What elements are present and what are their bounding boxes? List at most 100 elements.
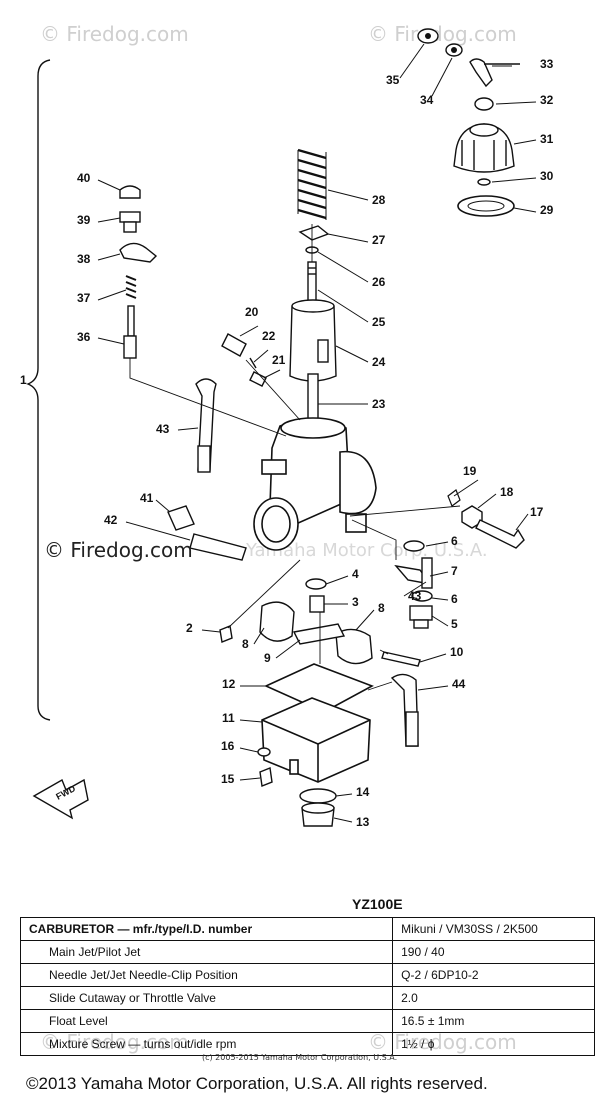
part-label-20: 20 xyxy=(245,305,259,319)
part-label-32: 32 xyxy=(540,93,554,107)
part-4-washer xyxy=(305,578,327,590)
part-label-24: 24 xyxy=(372,355,386,369)
part-3-main-jet xyxy=(309,595,325,613)
part-8-float-left xyxy=(259,601,295,642)
fwd-arrow: FWD xyxy=(32,778,89,820)
part-5-plug xyxy=(409,605,433,629)
part-label-27: 27 xyxy=(372,233,386,247)
part-37-spring xyxy=(125,275,137,299)
part-label-10: 10 xyxy=(450,645,464,659)
part-label-11: 11 xyxy=(222,711,235,725)
part-label-37: 37 xyxy=(77,291,91,305)
part-36-starter-plunger xyxy=(123,305,137,359)
carburetor-body xyxy=(253,417,377,551)
watermark-center: © Firedog.com xyxy=(44,538,193,562)
part-20-pilot-screw xyxy=(221,333,247,357)
part-32-washer xyxy=(474,97,494,111)
part-28-spring xyxy=(297,148,327,220)
part-label-15: 15 xyxy=(221,772,235,786)
carburetor-exploded-diagram: FWD xyxy=(20,28,554,829)
part-label-36: 36 xyxy=(77,330,91,344)
part-label-44: 44 xyxy=(452,677,466,691)
part-label-7: 7 xyxy=(451,564,458,578)
part-43-vent-hose-left xyxy=(195,378,217,473)
part-label-1: 1 xyxy=(20,373,27,387)
assembly-bracket xyxy=(26,59,51,721)
small-copyright: (c) 2005-2015 Yamaha Motor Corporation, … xyxy=(202,1053,398,1062)
part-17-bolt xyxy=(475,519,525,549)
part-label-12: 12 xyxy=(222,677,236,691)
part-38-plate xyxy=(119,242,158,263)
part-label-25: 25 xyxy=(372,315,386,329)
part-10-pin xyxy=(381,651,421,667)
part-label-6a: 6 xyxy=(451,534,458,548)
assembly-lines xyxy=(129,224,461,691)
part-42-stay xyxy=(189,533,247,561)
part-label-23: 23 xyxy=(372,397,386,411)
spec-label: CARBURETOR — mfr./type/I.D. number xyxy=(19,917,394,941)
part-label-31: 31 xyxy=(540,132,554,146)
part-label-5: 5 xyxy=(451,617,458,631)
part-44-overflow-hose xyxy=(390,673,419,747)
part-33-cable-adjuster xyxy=(469,58,520,88)
part-label-8a: 8 xyxy=(242,637,249,651)
part-label-41: 41 xyxy=(140,491,154,505)
model-title: YZ100E xyxy=(352,896,403,912)
part-label-4: 4 xyxy=(352,567,359,581)
spec-value: 190 / 40 xyxy=(392,940,595,964)
part-9-float-arm xyxy=(292,623,346,645)
part-35-cap xyxy=(417,28,439,44)
part-label-14: 14 xyxy=(356,785,370,799)
part-6-ring-lower xyxy=(411,590,433,602)
part-6-ring-upper xyxy=(403,540,425,552)
part-23-needle-jet xyxy=(307,373,319,425)
part-label-3: 3 xyxy=(352,595,359,609)
part-8-float-right xyxy=(335,628,373,665)
spec-label: Main Jet/Pilot Jet xyxy=(19,940,394,964)
part-34-nut xyxy=(445,43,463,57)
part-13-drain-cap xyxy=(301,802,335,827)
part-label-33: 33 xyxy=(540,57,554,71)
part-label-26: 26 xyxy=(372,275,386,289)
part-2-screw xyxy=(219,625,233,643)
part-label-38: 38 xyxy=(77,252,91,266)
part-19-washer xyxy=(447,489,461,507)
spec-value: 1½ / ϕ xyxy=(392,1032,595,1056)
part-30-clip xyxy=(477,178,491,186)
part-label-19: 19 xyxy=(463,464,477,478)
part-label-43b: 43 xyxy=(408,589,422,603)
part-label-17: 17 xyxy=(530,505,544,519)
part-39-plunger-cap xyxy=(119,211,141,233)
part-label-8b: 8 xyxy=(378,601,385,615)
part-label-22: 22 xyxy=(262,329,276,343)
part-label-16: 16 xyxy=(221,739,235,753)
part-label-6b: 6 xyxy=(451,592,458,606)
part-22-spring xyxy=(249,357,257,369)
part-31-mixing-chamber-top xyxy=(453,123,515,173)
part-16-washer xyxy=(257,747,271,757)
leader-lines xyxy=(97,43,537,823)
part-label-2: 2 xyxy=(186,621,193,635)
spec-value: Mikuni / VM30SS / 2K500 xyxy=(392,917,595,941)
spec-value: Q-2 / 6DP10-2 xyxy=(392,963,595,987)
part-label-18: 18 xyxy=(500,485,514,499)
watermark-top-left: © Firedog.com xyxy=(40,22,189,46)
spec-value: 16.5 ± 1mm xyxy=(392,1009,595,1033)
part-label-42: 42 xyxy=(104,513,118,527)
part-29-gasket xyxy=(457,195,515,217)
part-label-43a: 43 xyxy=(156,422,170,436)
part-41-bracket xyxy=(167,505,195,531)
part-label-34: 34 xyxy=(420,93,434,107)
part-15-screw xyxy=(259,767,273,787)
part-label-40: 40 xyxy=(77,171,91,185)
part-11-float-chamber xyxy=(261,697,371,783)
spec-value: 2.0 xyxy=(392,986,595,1010)
part-label-35: 35 xyxy=(386,73,400,87)
part-24-throttle-valve xyxy=(289,299,337,382)
